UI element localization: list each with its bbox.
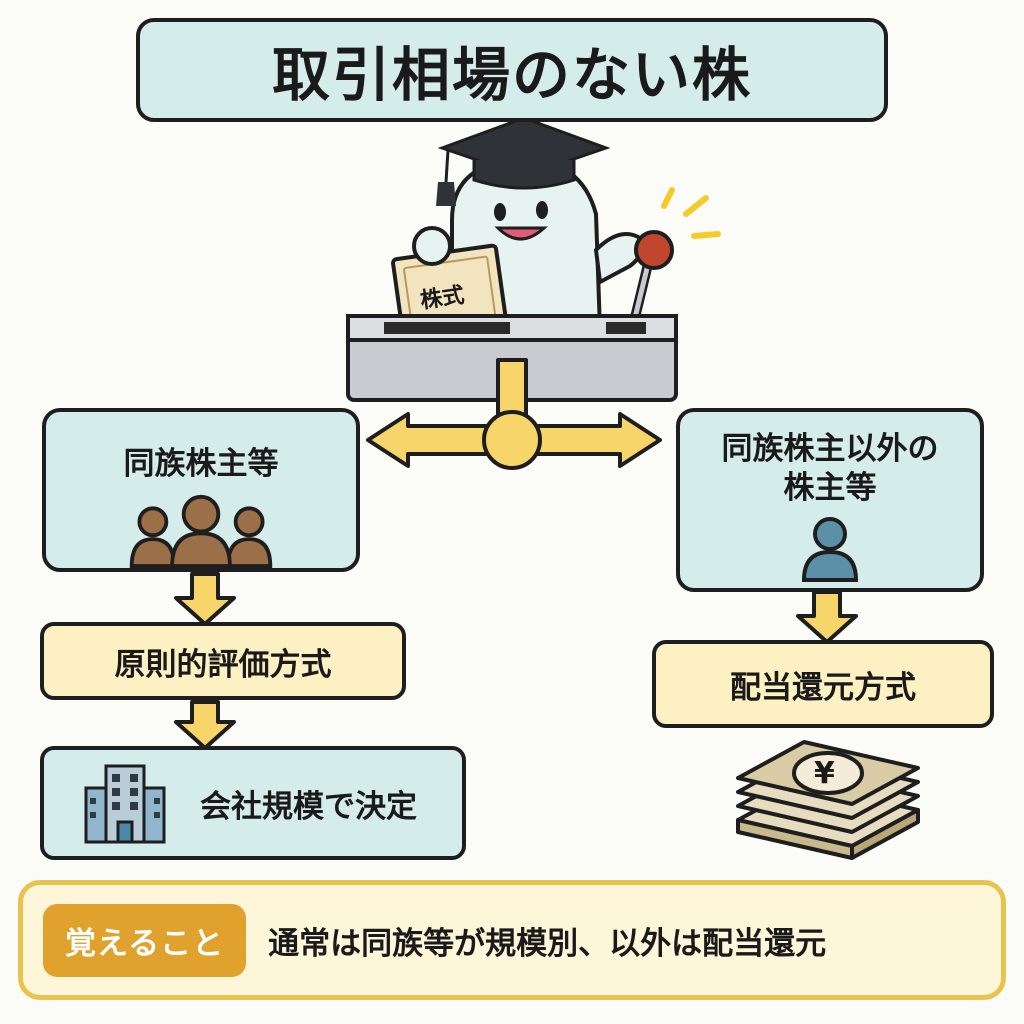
method-principle-valuation: 原則的評価方式 [40,622,406,700]
people-group-icon [129,494,273,568]
method-dividend-reduction: 配当還元方式 [652,640,994,728]
branch-arrows [366,358,662,470]
office-building-icon [84,764,166,844]
memo-text: 通常は同族等が規模別、以外は配当還元 [268,925,827,962]
page-title: 取引相場のない株 [136,18,888,122]
graduation-cap-icon [436,116,611,206]
yen-symbol: ¥ [814,756,835,791]
group-family-label: 同族株主等 [123,446,279,482]
memo-bar: 覚えること 通常は同族等が規模別、以外は配当還元 [18,880,1006,1000]
group-nonfamily-label-line1: 同族株主以外の [721,431,939,467]
memo-badge: 覚えること [43,903,247,977]
money-stack-icon [736,740,920,860]
lever-icon [627,187,721,335]
result-label: 会社規模で決定 [200,788,417,825]
group-family-shareholders: 同族株主等 [42,408,360,572]
person-icon [801,516,859,582]
result-company-size: 会社規模で決定 [40,746,466,860]
group-non-family-shareholders: 同族株主以外の 株主等 [676,408,984,592]
certificate-label: 株式 [418,283,466,314]
down-arrows [174,572,858,750]
group-nonfamily-label-line2: 株主等 [783,469,877,506]
